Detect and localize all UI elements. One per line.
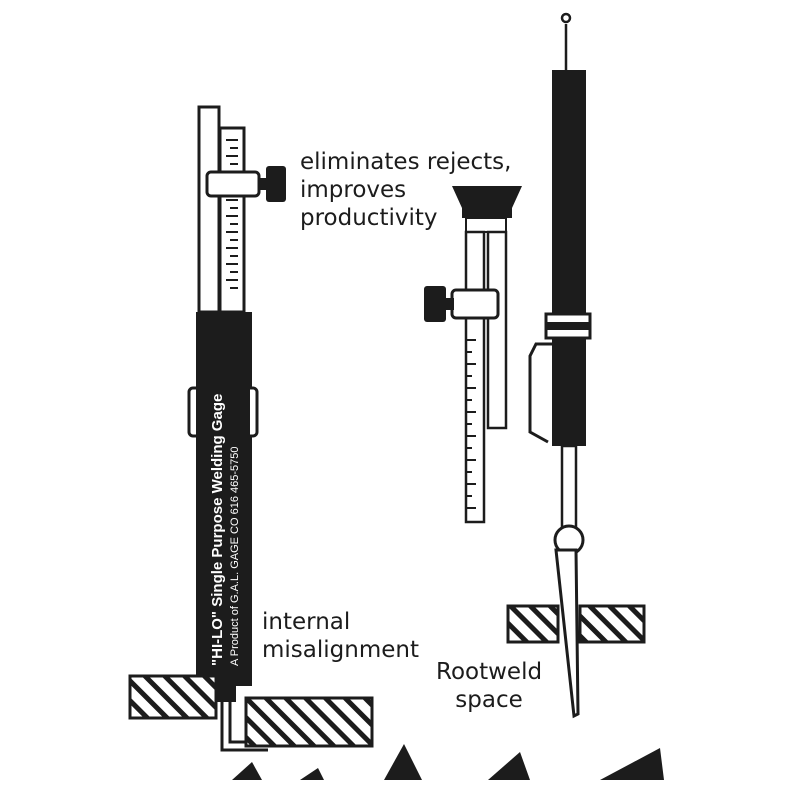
annotation-rootweld-space: Rootweld space — [436, 659, 543, 713]
thumbscrew-icon — [424, 286, 446, 322]
gage-maker: A Product of G.A.L. GAGE CO 616 465-5750 — [229, 446, 241, 666]
rootweld-gage — [528, 12, 592, 719]
thumbscrew-icon — [266, 166, 286, 202]
svg-text:"HI-LO" Single Purpose Welding: "HI-LO" Single Purpose Welding Gage — [209, 394, 226, 666]
weld-gap-diagram — [232, 744, 664, 780]
pipe-wall-right — [578, 604, 646, 644]
gage-body — [196, 312, 252, 686]
gage-name: "HI-LO" — [209, 611, 226, 666]
pipe-wall-right — [244, 696, 374, 748]
gage-title: Single Purpose Welding Gage — [209, 394, 226, 607]
pipe-wall-left — [506, 604, 560, 644]
annotation-eliminates-rejects: eliminates rejects, improves productivit… — [300, 149, 512, 231]
gage-clamp — [205, 170, 261, 198]
gage-label: "HI-LO" Single Purpose Welding Gage A Pr… — [209, 394, 241, 666]
gage-scale — [218, 126, 246, 314]
rootweld-gage-scale — [424, 186, 522, 524]
pipe-wall-left — [128, 674, 218, 720]
gage-rod — [197, 105, 221, 314]
annotation-internal-misalignment: internal misalignment — [262, 609, 419, 663]
hi-lo-welding-gage: "HI-LO" Single Purpose Welding Gage A Pr… — [187, 105, 286, 752]
